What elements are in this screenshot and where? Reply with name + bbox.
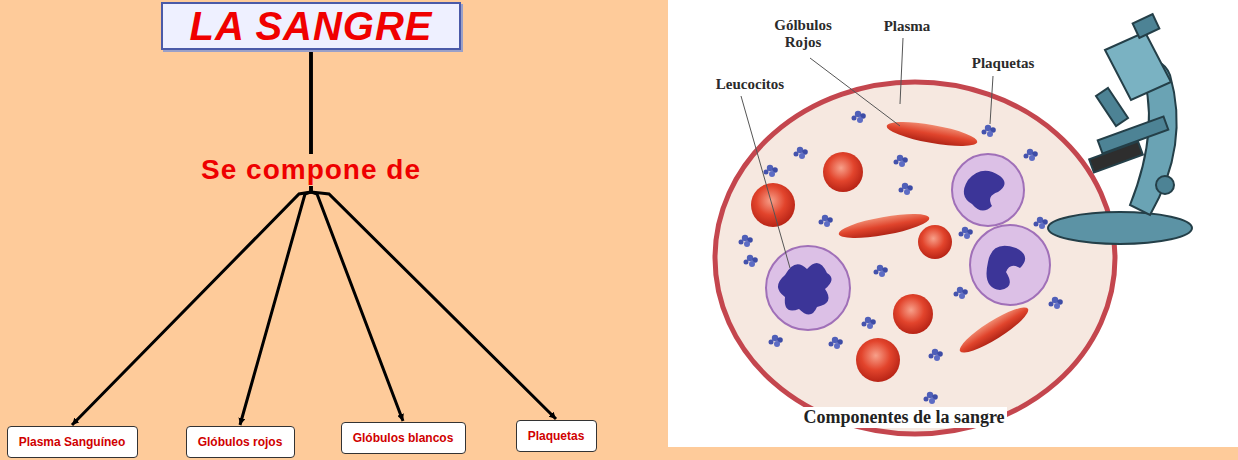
part-label: Gólbulos Rojos [755, 17, 851, 51]
part-label: Plasma [882, 18, 933, 35]
component-text: Plasma Sanguíneo [19, 435, 126, 449]
connector-arrow [72, 50, 311, 425]
connector-arrow [311, 50, 556, 419]
connector-label: Se compone de [197, 154, 425, 186]
connector-arrow [240, 50, 311, 425]
connector-arrow [311, 50, 403, 421]
leader-lines [741, 38, 993, 268]
microscope-field [715, 82, 1115, 434]
microscope [1048, 14, 1192, 244]
title-text: LA SANGRE [189, 4, 432, 48]
component-text: Plaquetas [528, 429, 585, 443]
image-panel [668, 0, 1238, 447]
title-box: LA SANGRE [161, 2, 461, 50]
component-text: Glóbulos blancos [353, 431, 454, 445]
figure-caption: Componentes de la sangre [801, 407, 1006, 428]
component-box: Plaquetas [516, 420, 597, 452]
component-box: Plasma Sanguíneo [7, 426, 138, 458]
white-cells [766, 154, 1050, 330]
part-label: Leucocitos [714, 76, 786, 93]
component-text: Glóbulos rojos [198, 435, 283, 449]
component-box: Glóbulos rojos [186, 426, 295, 458]
part-label: Plaquetas [970, 55, 1037, 72]
component-box: Glóbulos blancos [341, 422, 466, 454]
